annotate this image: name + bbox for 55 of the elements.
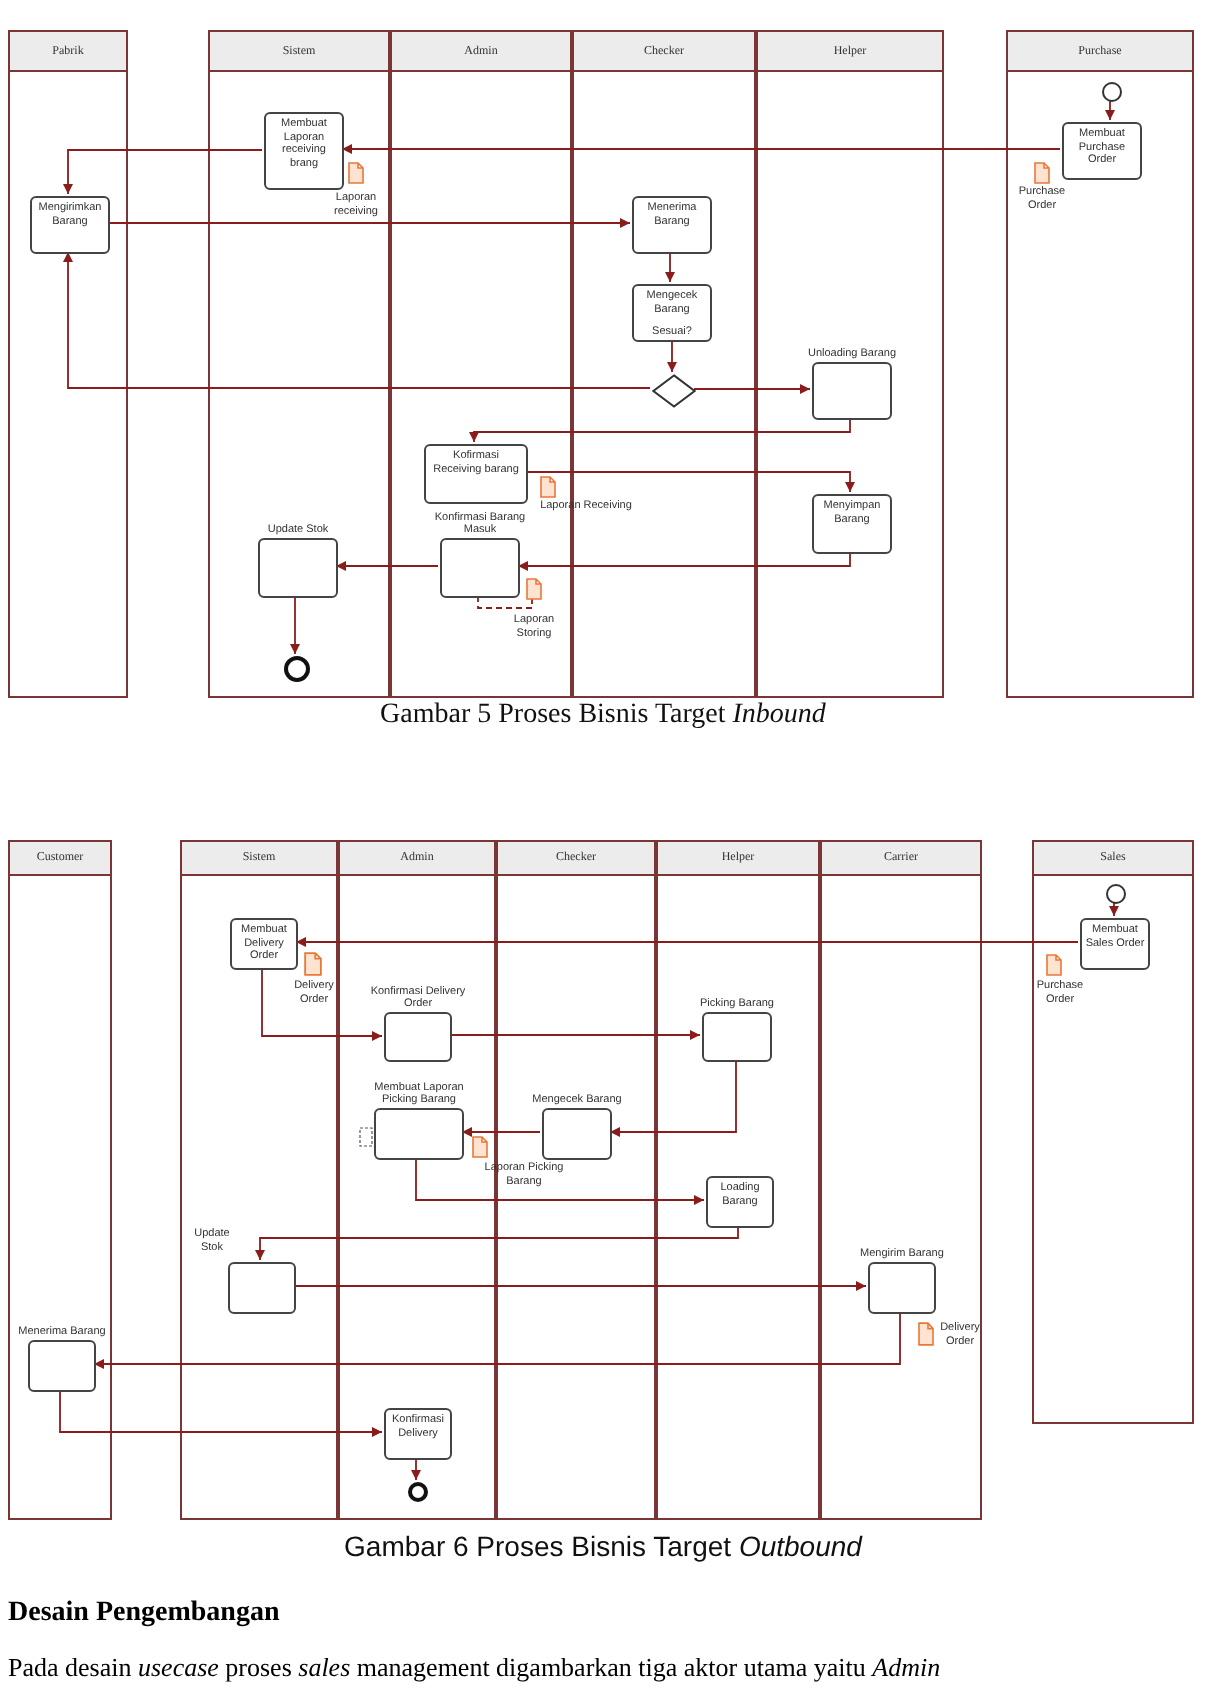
flow-arrow bbox=[667, 339, 677, 373]
section-heading: Desain Pengembangan bbox=[8, 1598, 280, 1630]
figure-caption: Gambar 6 Proses Bisnis Target Outbound bbox=[342, 1530, 865, 1562]
flow-arrow bbox=[461, 1127, 541, 1137]
task-box bbox=[1062, 122, 1142, 180]
end-event-circle bbox=[284, 656, 310, 682]
flow-arrow bbox=[63, 149, 263, 195]
decision-diamond bbox=[652, 374, 696, 408]
swimlane bbox=[8, 30, 128, 698]
flow-arrow bbox=[255, 1225, 739, 1261]
task-box bbox=[1080, 918, 1150, 970]
start-event-circle bbox=[1102, 82, 1122, 102]
swimlane bbox=[180, 840, 338, 1520]
flow-arrow bbox=[1105, 99, 1115, 121]
swimlane bbox=[1006, 30, 1194, 698]
flow-arrow bbox=[517, 551, 851, 571]
flow-arrow bbox=[341, 144, 1061, 154]
flow-arrow bbox=[59, 1389, 383, 1437]
flow-arrow bbox=[63, 251, 651, 389]
task-box bbox=[706, 1176, 774, 1228]
flow-arrow bbox=[665, 251, 675, 283]
flow-arrow bbox=[335, 561, 439, 571]
association-line bbox=[477, 595, 533, 609]
task-box bbox=[384, 1408, 452, 1460]
task-box bbox=[230, 918, 298, 970]
flow-arrow bbox=[261, 967, 383, 1041]
paragraph: Pada desain usecase proses sales management digambarkan tiga aktor utama yaitu Admin bbox=[8, 1652, 941, 1684]
swimlane bbox=[756, 30, 944, 698]
flow-arrow bbox=[295, 937, 1079, 947]
swimlane bbox=[820, 840, 982, 1520]
swimlane bbox=[208, 30, 390, 698]
flow-arrow bbox=[415, 1157, 705, 1205]
flow-arrow bbox=[469, 417, 851, 443]
flow-arrow bbox=[609, 1059, 737, 1137]
flow-arrow bbox=[290, 595, 300, 655]
task-box bbox=[632, 284, 712, 342]
flow-arrow bbox=[107, 218, 631, 228]
flow-arrow bbox=[693, 384, 811, 394]
task-box bbox=[30, 196, 110, 254]
flow-arrow bbox=[525, 471, 855, 493]
task-box bbox=[812, 494, 892, 554]
start-event-circle bbox=[1106, 884, 1126, 904]
end-event-circle bbox=[408, 1482, 428, 1502]
flow-arrow bbox=[411, 1457, 421, 1481]
flow-arrow bbox=[93, 1311, 901, 1369]
swimlane bbox=[656, 840, 820, 1520]
swimlane bbox=[1032, 840, 1194, 1424]
task-box bbox=[632, 196, 712, 254]
task-box bbox=[424, 444, 528, 504]
swimlane bbox=[8, 840, 112, 1520]
task-box bbox=[264, 112, 344, 190]
flow-arrow bbox=[1109, 901, 1119, 917]
figure-caption: Gambar 5 Proses Bisnis Target Inbound bbox=[378, 700, 828, 732]
flow-arrow bbox=[293, 1281, 867, 1291]
flow-arrow bbox=[449, 1030, 701, 1040]
